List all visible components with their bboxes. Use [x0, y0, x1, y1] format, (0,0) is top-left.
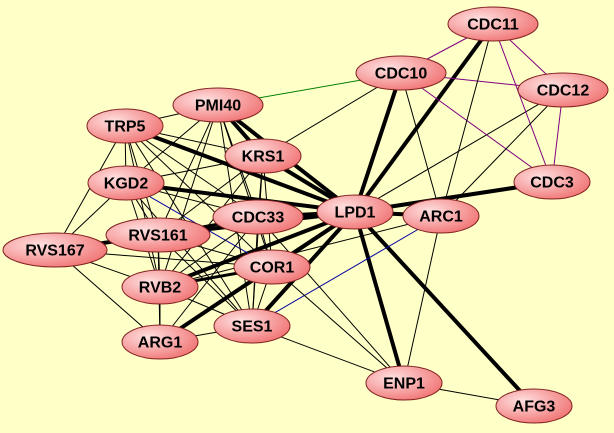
node-label: RVB2 [139, 280, 181, 297]
node-shape [105, 217, 211, 253]
edge-lpd1-afg3 [353, 210, 536, 408]
node-shape [513, 164, 591, 200]
node-trp5[interactable]: TRP5 [86, 108, 164, 144]
node-shape [355, 55, 447, 91]
node-rvs161[interactable]: RVS161 [105, 217, 211, 253]
node-shape [121, 269, 199, 305]
edge-lpd1-cdc11 [353, 22, 495, 214]
node-shape [447, 6, 539, 42]
node-shape [172, 87, 264, 123]
edge-trp5-rvb2 [124, 125, 161, 288]
edge-krs1-rvb2 [159, 155, 264, 288]
node-shape [402, 198, 480, 234]
edge-pmi40-rvs161 [157, 104, 219, 236]
edge-pmi40-rvb2 [159, 104, 219, 288]
node-label: ENP1 [383, 376, 425, 393]
edge-arc1-ses1 [251, 215, 442, 327]
edge-pmi40-cor1 [217, 104, 273, 268]
edge-cor1-enp1 [271, 266, 405, 384]
node-rvs167[interactable]: RVS167 [2, 232, 108, 268]
node-label: KGD2 [104, 176, 149, 193]
node-cdc11[interactable]: CDC11 [447, 6, 539, 42]
node-label: CDC10 [375, 66, 428, 83]
node-label: CDC11 [467, 17, 519, 34]
node-shape [2, 232, 108, 268]
node-shape [87, 165, 165, 201]
edge-cdc10-arc1 [400, 72, 442, 217]
edge-lpd1-rvb2 [159, 210, 356, 289]
node-label: AFG3 [513, 399, 556, 416]
node-shape [224, 138, 302, 174]
node-label: LPD1 [335, 205, 376, 222]
node-cor1[interactable]: COR1 [233, 249, 311, 285]
node-label: ARG1 [138, 335, 183, 352]
node-arc1[interactable]: ARC1 [402, 198, 480, 234]
node-krs1[interactable]: KRS1 [224, 138, 302, 174]
node-shape [316, 194, 394, 230]
node-shape [121, 324, 199, 360]
node-shape [517, 72, 609, 108]
edge-cdc33-enp1 [257, 216, 405, 384]
node-rvb2[interactable]: RVB2 [121, 269, 199, 305]
node-label: RVS167 [25, 243, 84, 260]
node-label: TRP5 [105, 119, 146, 136]
node-pmi40[interactable]: PMI40 [172, 87, 264, 123]
node-shape [365, 365, 443, 401]
edge-arc1-enp1 [403, 215, 442, 384]
node-shape [212, 199, 304, 235]
node-cdc3[interactable]: CDC3 [513, 164, 591, 200]
node-shape [495, 388, 573, 424]
node-shape [233, 249, 311, 285]
edge-cdc11-arc1 [440, 23, 494, 217]
edge-trp5-cor1 [124, 125, 273, 268]
node-shape [213, 308, 291, 344]
node-label: SES1 [232, 319, 273, 336]
edge-cdc10-cdc3 [400, 72, 553, 183]
node-shape [86, 108, 164, 144]
node-label: ARC1 [419, 209, 463, 226]
node-label: RVS161 [128, 228, 187, 245]
edge-cdc12-arc1 [440, 89, 564, 217]
node-label: CDC12 [537, 83, 590, 100]
edge-kgd2-ses1 [125, 182, 253, 327]
node-enp1[interactable]: ENP1 [365, 365, 443, 401]
edge-lpd1-enp1 [353, 211, 406, 384]
node-cdc12[interactable]: CDC12 [517, 72, 609, 108]
node-cdc33[interactable]: CDC33 [212, 199, 304, 235]
node-label: COR1 [250, 260, 295, 277]
node-ses1[interactable]: SES1 [213, 308, 291, 344]
node-label: KRS1 [242, 149, 285, 166]
node-label: PMI40 [195, 98, 241, 115]
edge-lpd1-cdc10 [353, 72, 403, 213]
edge-cdc11-cdc3 [492, 23, 553, 183]
node-cdc10[interactable]: CDC10 [355, 55, 447, 91]
node-label: CDC3 [530, 175, 574, 192]
node-arg1[interactable]: ARG1 [121, 324, 199, 360]
node-label: CDC33 [232, 210, 285, 227]
node-kgd2[interactable]: KGD2 [87, 165, 165, 201]
node-afg3[interactable]: AFG3 [495, 388, 573, 424]
node-lpd1[interactable]: LPD1 [316, 194, 394, 230]
